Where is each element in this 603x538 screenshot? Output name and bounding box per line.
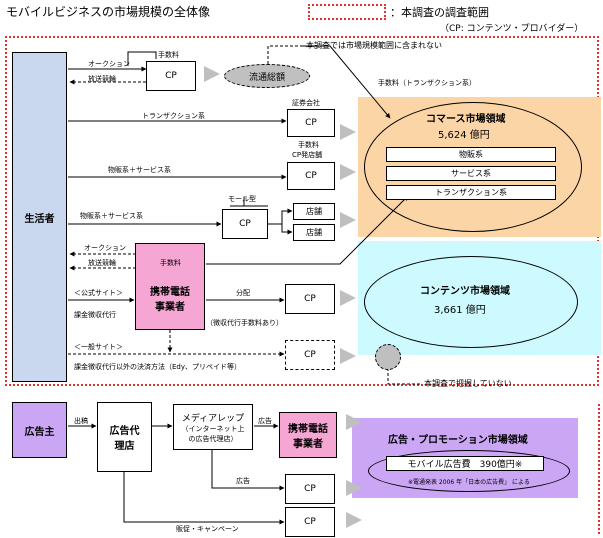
media-rep-box: メディアレップ （インターネット上 の広告代理店） (173, 404, 253, 450)
label-not-captured: 本調査で把握していない (424, 379, 512, 388)
ad-scope-region (344, 404, 600, 534)
label-fee-cp-store: 手数料 (298, 141, 319, 149)
cp-box-top: CP (146, 61, 196, 91)
legend-dashed-box (308, 4, 386, 20)
carrier-line2: 事業者 (155, 302, 185, 313)
label-ad-placement: 出稿 (74, 417, 88, 425)
cp-box-official: CP (285, 284, 335, 314)
commerce-title: コマース市場領域 (426, 114, 506, 125)
cp-box-store: CP (287, 162, 335, 190)
label-ad-2: 広告 (236, 477, 250, 485)
uncaptured-circle (375, 344, 401, 370)
label-ad-1: 広告 (258, 417, 272, 425)
store-box-1: 店舗 (293, 203, 335, 220)
commerce-item-transaction: トランザクション系 (386, 185, 556, 200)
label-transaction: トランザクション系 (142, 112, 205, 120)
content-title: コンテンツ市場領域 (420, 286, 510, 297)
label-not-included: 本調査では市場規模範囲に含まれない (306, 41, 442, 50)
ad-carrier-line1: 携帯電話 (288, 424, 328, 435)
ad-carrier-box: 携帯電話 事業者 (279, 412, 337, 458)
commerce-item-goods: 物販系 (386, 147, 556, 162)
ad-carrier-line2: 事業者 (293, 439, 323, 450)
advertiser-box: 広告主 (12, 402, 67, 458)
label-mall-type: モール型 (228, 195, 256, 203)
ad-source-note: ※電通発表 2006 年「日本の広告費」 による (408, 479, 530, 486)
media-rep-line1: メディアレップ (181, 413, 245, 424)
label-fee-transaction: 手数料（トランザクション系） (378, 79, 476, 87)
label-fee-top: 手数料 (158, 51, 179, 59)
carrier-line1: 携帯電話 (150, 287, 190, 298)
label-other-payment: 課金徴収代行以外の決済方法（Edy、プリペイド等） (74, 363, 242, 371)
label-gamble-top: 放送競輪 (88, 75, 116, 83)
cp-box-securities: CP (287, 109, 335, 137)
cp-box-general: CP (285, 340, 335, 370)
content-value: 3,661 億円 (434, 305, 486, 316)
label-sales-campaign: 販促・キャンペーン (176, 525, 239, 533)
label-securities: 証券会社 (292, 99, 320, 107)
media-rep-line3: の広告代理店） (188, 434, 238, 443)
ad-agency-box: 広告代 理店 (97, 402, 152, 472)
store-box-2: 店舗 (293, 224, 335, 241)
label-billing-agency: 課金徴収代行 (74, 311, 116, 319)
label-auction-top: オークション (88, 60, 130, 68)
commerce-ellipse (364, 102, 582, 232)
media-rep-line2: （インターネット上 (181, 424, 245, 433)
label-distribution: 分配 (236, 289, 250, 297)
distribution-ellipse: 流通総額 (224, 64, 310, 88)
content-ellipse (364, 256, 578, 348)
commerce-item-service: サービス系 (386, 166, 556, 181)
label-goods-service-1: 物販系＋サービス系 (108, 166, 171, 174)
label-general-site: ＜一般サイト＞ (74, 343, 123, 351)
page-title: モバイルビジネスの市場規模の全体像 (6, 5, 211, 19)
consumer-box: 生活者 (12, 52, 67, 382)
ad-agency-line2: 理店 (114, 441, 135, 452)
commerce-value: 5,624 億円 (438, 130, 490, 141)
label-goods-service-2: 物販系＋サービス系 (80, 212, 143, 220)
label-fee-agency: （徴収代行手数料あり） (206, 319, 283, 327)
label-official-site: ＜公式サイト＞ (74, 289, 123, 297)
cp-note: （CP: コンテンツ・プロバイダー） (440, 24, 584, 34)
cp-box-ad: CP (285, 474, 335, 504)
label-auction-mid: オークション (84, 244, 126, 252)
ad-agency-line1: 広告代 (109, 426, 140, 437)
label-fee-mid: 手数料 (160, 259, 181, 267)
legend-label: ：本調査の調査範囲 (390, 6, 489, 19)
cp-box-mall: CP (222, 209, 268, 239)
ad-market-ellipse (368, 450, 570, 492)
label-cp-store: CP発店舗 (292, 151, 323, 159)
carrier-box: 携帯電話 事業者 (135, 243, 205, 330)
cp-box-campaign: CP (285, 507, 335, 537)
ad-market-title: 広告・プロモーション市場領域 (388, 435, 528, 446)
ad-market-value: モバイル広告費 390億円※ (386, 456, 544, 471)
label-gamble-mid: 放送競輪 (88, 259, 116, 267)
